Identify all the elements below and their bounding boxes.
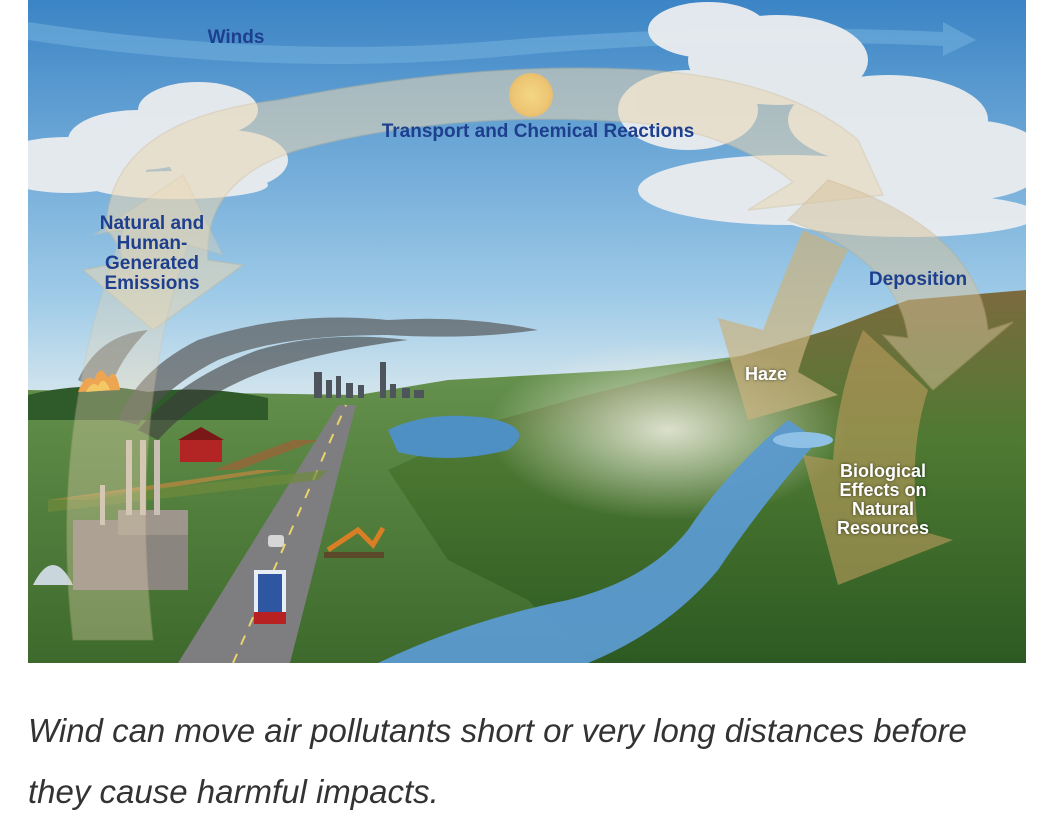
winds-label: Winds xyxy=(207,27,265,48)
diagram-illustration xyxy=(28,0,1026,663)
haze-label: Haze xyxy=(744,364,788,384)
figure-caption: Wind can move air pollutants short or ve… xyxy=(28,712,967,810)
transport-label: Transport and Chemical Reactions xyxy=(381,121,695,142)
biological-effects-label: Biological Effects on Natural Resources xyxy=(836,461,930,538)
deposition-label: Deposition xyxy=(868,269,968,290)
emissions-label: Natural and Human-Generated Emissions xyxy=(99,213,205,294)
pollution-cycle-diagram: Winds Transport and Chemical Reactions N… xyxy=(28,0,1026,663)
